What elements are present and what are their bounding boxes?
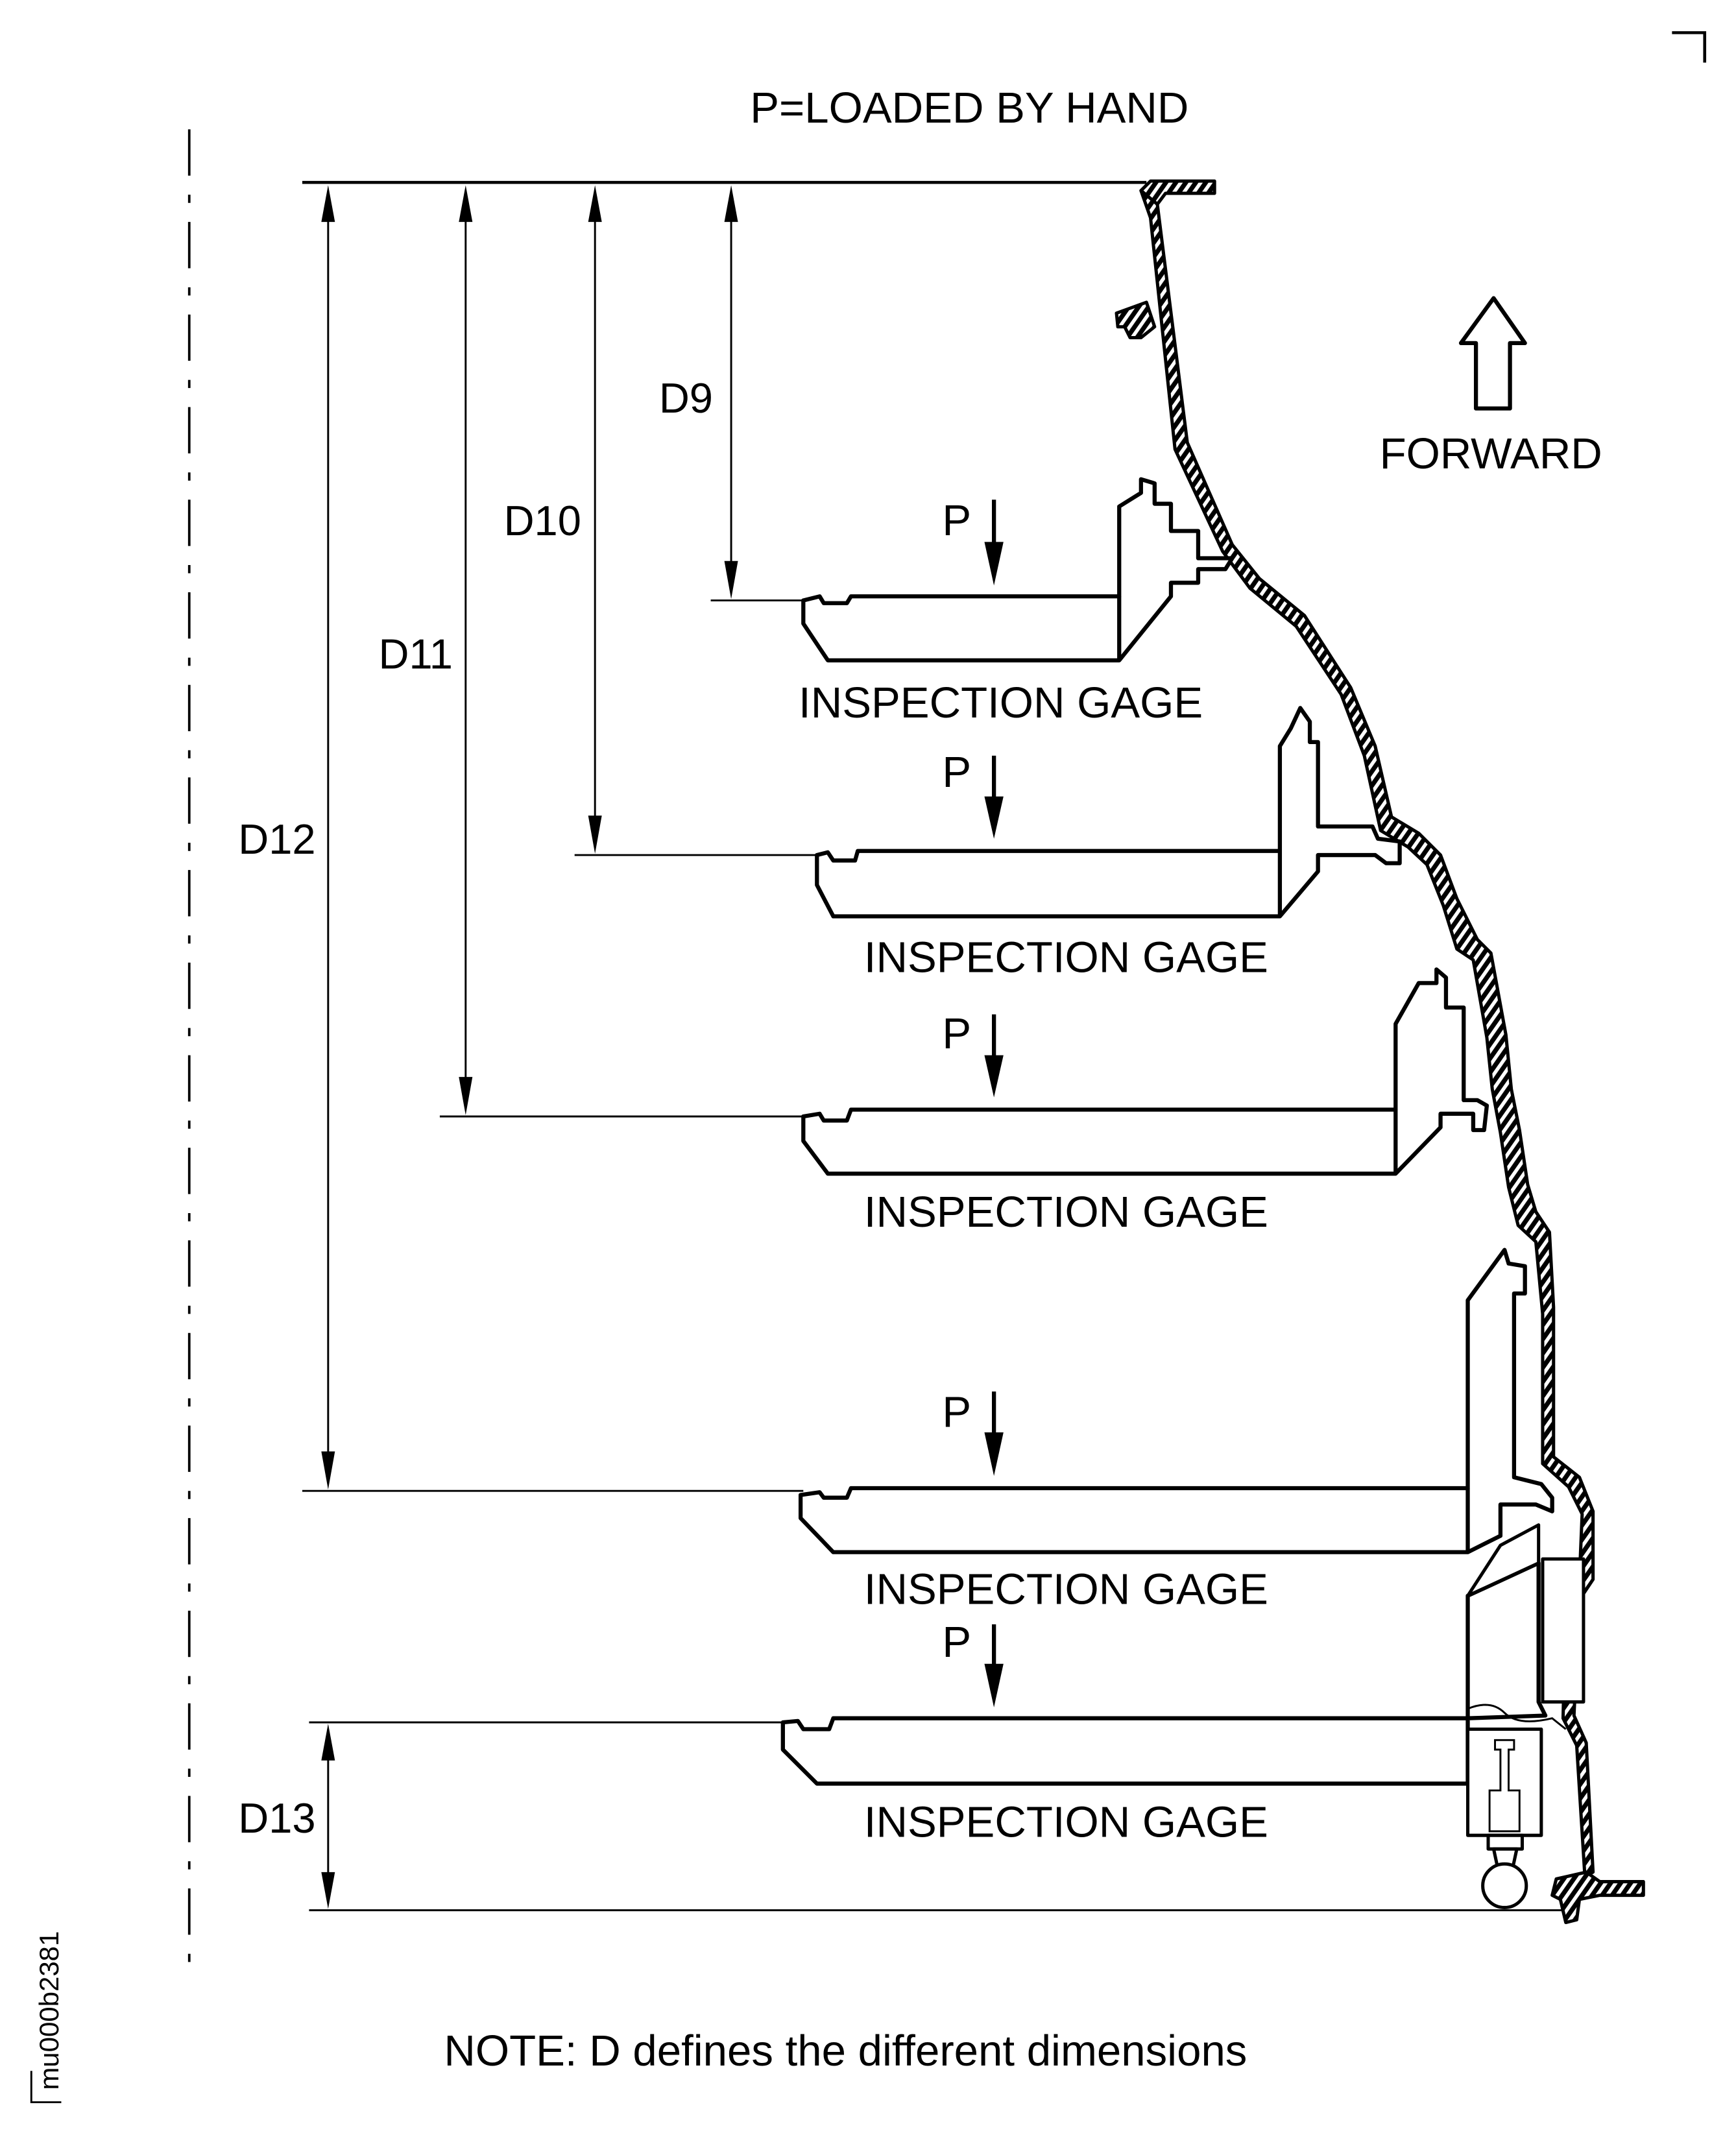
dimension-d12: D12 bbox=[238, 185, 335, 1490]
upper-hook bbox=[1115, 300, 1157, 340]
dimension-d9: D9 bbox=[659, 185, 738, 599]
gage-upper-wedge bbox=[1466, 1523, 1541, 1598]
gage-body bbox=[815, 706, 1402, 919]
break-line bbox=[1467, 1704, 1567, 1730]
dimension-d13: D13 bbox=[238, 1724, 335, 1909]
down-arrow-icon bbox=[984, 755, 1004, 839]
housing-wall-section bbox=[1115, 179, 1645, 1925]
load-label: P bbox=[942, 748, 971, 797]
gage-body bbox=[780, 1561, 1548, 1786]
probe-stem bbox=[1488, 1739, 1521, 1833]
load-label: P bbox=[942, 496, 971, 545]
gage-label: INSPECTION GAGE bbox=[864, 1188, 1268, 1236]
gage-label: INSPECTION GAGE bbox=[864, 1798, 1268, 1846]
probe-neck bbox=[1486, 1833, 1525, 1851]
arrowhead-down bbox=[459, 1077, 473, 1115]
arrowhead-down bbox=[321, 1872, 335, 1909]
forward-arrow-icon bbox=[1458, 296, 1527, 411]
probe-ball bbox=[1481, 1862, 1528, 1909]
figure-id: mu000b2381 bbox=[34, 1931, 64, 2090]
legend-title: P=LOADED BY HAND bbox=[750, 84, 1188, 132]
footer-note: NOTE: D defines the different dimensions bbox=[444, 2027, 1247, 2075]
gage-body bbox=[798, 1247, 1554, 1554]
arrowhead-up bbox=[459, 185, 473, 223]
arrowhead-up bbox=[321, 1724, 335, 1761]
gage-body bbox=[801, 967, 1489, 1176]
dimension-d10: D10 bbox=[504, 185, 602, 854]
arrowhead-up bbox=[588, 185, 602, 223]
forward-label: FORWARD bbox=[1380, 429, 1602, 478]
inspection-gage-5: P INSPECTION GAGE bbox=[780, 1523, 1585, 1909]
arrowhead-down bbox=[321, 1451, 335, 1490]
down-arrow-icon bbox=[984, 1624, 1004, 1707]
load-label: P bbox=[942, 1009, 971, 1058]
probe-housing bbox=[1466, 1727, 1543, 1837]
arrowhead-down bbox=[588, 815, 602, 854]
forward-indicator: FORWARD bbox=[1380, 296, 1602, 478]
inspection-gage-3: P INSPECTION GAGE bbox=[801, 967, 1489, 1236]
gage-label: INSPECTION GAGE bbox=[864, 1565, 1268, 1613]
dimension-label-d11: D11 bbox=[378, 631, 453, 678]
inner-block bbox=[1541, 1557, 1585, 1704]
dimension-label-d10: D10 bbox=[504, 497, 581, 544]
load-label: P bbox=[942, 1618, 971, 1667]
corner-mark-bottom-left bbox=[30, 2071, 62, 2104]
inspection-gage-1: P INSPECTION GAGE bbox=[799, 477, 1235, 727]
arrowhead-up bbox=[321, 185, 335, 223]
corner-mark-top-right bbox=[1672, 31, 1707, 63]
down-arrow-icon bbox=[984, 500, 1004, 586]
gage-body bbox=[801, 477, 1235, 663]
down-arrow-icon bbox=[984, 1014, 1004, 1098]
bottom-flange bbox=[1550, 1870, 1645, 1925]
extension-lines bbox=[302, 599, 1566, 1912]
load-label: P bbox=[942, 1388, 971, 1437]
gage-label: INSPECTION GAGE bbox=[799, 679, 1203, 727]
down-arrow-icon bbox=[984, 1391, 1004, 1476]
dimension-label-d13: D13 bbox=[238, 1794, 315, 1842]
dimension-label-d9: D9 bbox=[659, 374, 713, 422]
arrowhead-down bbox=[724, 560, 738, 599]
inspection-gage-2: P INSPECTION GAGE bbox=[815, 706, 1402, 982]
dimension-d11: D11 bbox=[378, 185, 473, 1115]
inspection-gage-4: P INSPECTION GAGE bbox=[798, 1247, 1554, 1613]
arrowhead-up bbox=[724, 185, 738, 223]
dimension-label-d12: D12 bbox=[238, 815, 315, 863]
gage-label: INSPECTION GAGE bbox=[864, 934, 1268, 982]
